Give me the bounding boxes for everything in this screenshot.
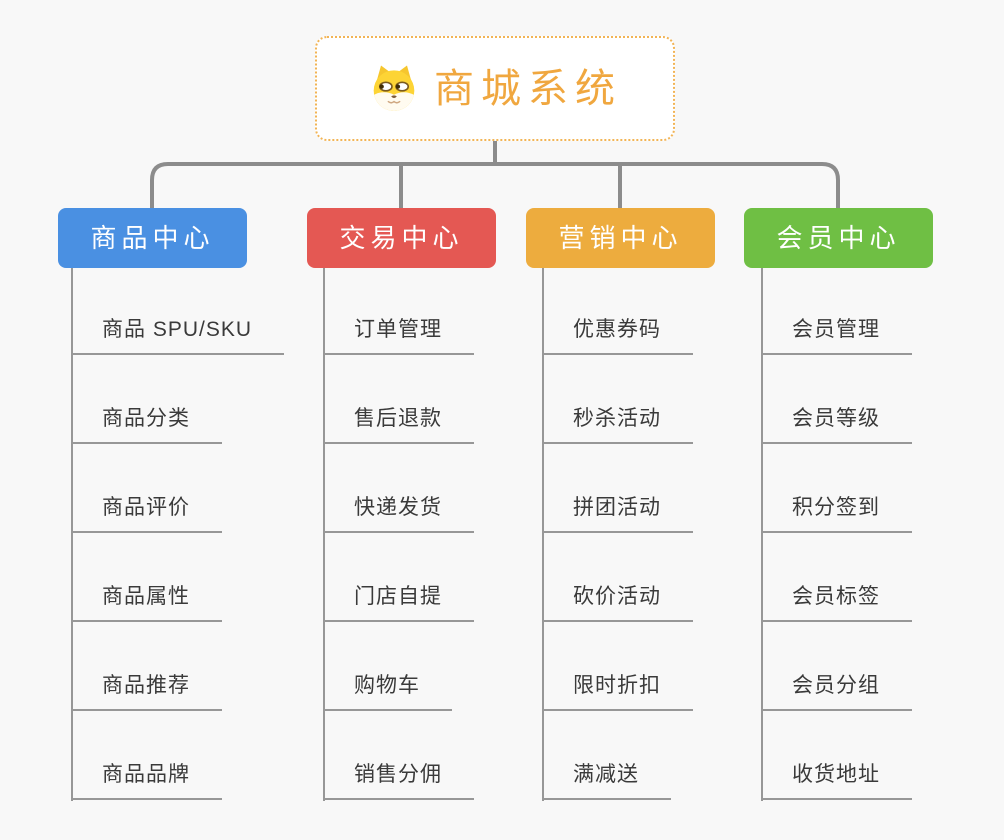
leaf-node-order-management[interactable]: 订单管理 bbox=[324, 316, 474, 355]
leaf-node-product-review[interactable]: 商品评价 bbox=[72, 494, 222, 533]
leaf-node-sales-commission[interactable]: 销售分佣 bbox=[324, 761, 474, 800]
leaf-node-flash-sale[interactable]: 秒杀活动 bbox=[543, 405, 693, 444]
branch-node-trade-center[interactable]: 交易中心 bbox=[307, 208, 496, 268]
branch-node-product-center[interactable]: 商品中心 bbox=[58, 208, 247, 268]
leaf-node-member-tag[interactable]: 会员标签 bbox=[762, 583, 912, 622]
leaf-node-shopping-cart[interactable]: 购物车 bbox=[324, 672, 452, 711]
leaf-node-member-management[interactable]: 会员管理 bbox=[762, 316, 912, 355]
leaf-node-coupon-code[interactable]: 优惠券码 bbox=[543, 316, 693, 355]
leaf-node-store-pickup[interactable]: 门店自提 bbox=[324, 583, 474, 622]
branch-node-member-center[interactable]: 会员中心 bbox=[744, 208, 933, 268]
branch-node-marketing-center[interactable]: 营销中心 bbox=[526, 208, 715, 268]
leaf-node-points-checkin[interactable]: 积分签到 bbox=[762, 494, 912, 533]
leaf-node-bargain-activity[interactable]: 砍价活动 bbox=[543, 583, 693, 622]
leaf-node-member-group[interactable]: 会员分组 bbox=[762, 672, 912, 711]
leaf-node-express-delivery[interactable]: 快递发货 bbox=[324, 494, 474, 533]
leaf-node-shipping-address[interactable]: 收货地址 bbox=[762, 761, 912, 800]
leaf-node-product-recommend[interactable]: 商品推荐 bbox=[72, 672, 222, 711]
leaf-node-product-spu-sku[interactable]: 商品 SPU/SKU bbox=[72, 316, 285, 355]
leaf-node-aftersale-refund[interactable]: 售后退款 bbox=[324, 405, 474, 444]
leaf-node-product-brand[interactable]: 商品品牌 bbox=[72, 761, 222, 800]
leaf-node-product-attribute[interactable]: 商品属性 bbox=[72, 583, 222, 622]
leaf-node-group-buy[interactable]: 拼团活动 bbox=[543, 494, 693, 533]
leaf-node-product-category[interactable]: 商品分类 bbox=[72, 405, 222, 444]
leaf-node-full-reduction[interactable]: 满减送 bbox=[543, 761, 671, 800]
leaf-node-time-discount[interactable]: 限时折扣 bbox=[543, 672, 693, 711]
dog-face-icon bbox=[368, 63, 420, 115]
root-node[interactable]: 商城系统 bbox=[315, 36, 675, 141]
root-title: 商城系统 bbox=[434, 66, 622, 111]
leaf-node-member-level[interactable]: 会员等级 bbox=[762, 405, 912, 444]
